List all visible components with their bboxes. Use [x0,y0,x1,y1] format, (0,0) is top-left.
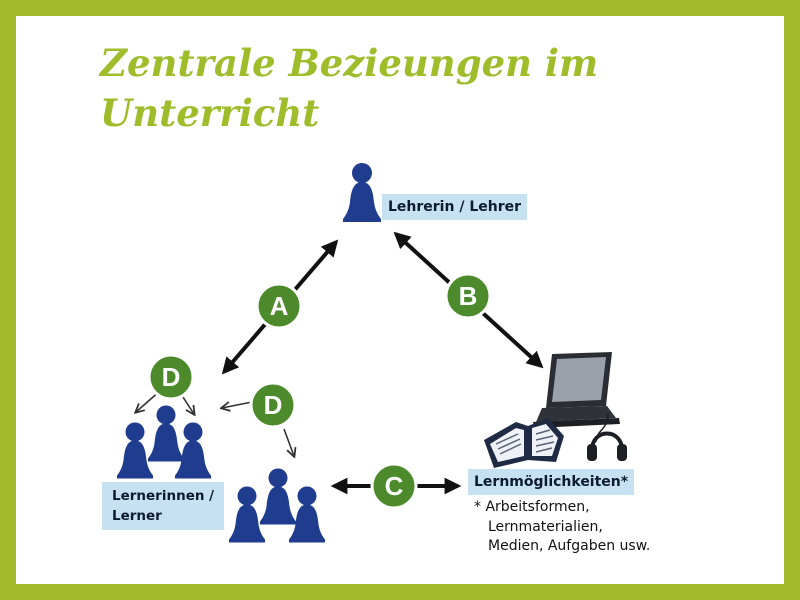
footnote-line-3: Medien, Aufgaben usw. [488,538,651,554]
footnote-line-2: Lernmaterialien, [488,518,603,535]
arrow-d2-down [283,428,294,456]
teacher-figure [343,163,381,222]
badge-d-upper: D [147,353,195,401]
arrow-d2-left [222,401,253,408]
slide-title-line-2: Unterricht [100,91,320,135]
learners-label: Lernerinnen / Lerner [102,482,225,530]
arrow-d1-right [180,393,194,414]
learners-label-line-1: Lernerinnen / [112,488,215,504]
badge-d-lower: D [249,381,297,429]
learner-group-1 [116,405,212,479]
slide: Zentrale Bezieungen im Unterricht [16,16,784,584]
badge-b: B [444,272,492,320]
learners-label-line-2: Lerner [112,508,162,524]
headphones-icon [587,413,627,461]
badge-c-letter: C [385,471,404,501]
badge-a: A [255,282,303,330]
book-icon [484,418,564,468]
badge-b-letter: B [459,281,478,311]
relationship-diagram: A B C D D [116,163,627,543]
learner-group-2 [228,468,326,543]
slide-title: Zentrale Bezieungen im Unterricht [100,38,598,138]
slide-title-line-1: Zentrale Bezieungen im [100,41,599,85]
badge-c: C [370,462,418,510]
opportunities-label: Lernmöglichkeiten* [468,469,635,495]
badge-d-upper-letter: D [162,362,181,392]
laptop-icon [533,352,620,428]
badge-a-letter: A [270,291,289,321]
footnote-line-1: * Arbeitsformen, [474,499,590,515]
opportunities-footnote: * Arbeitsformen, Lernmaterialien, Medien… [474,498,650,557]
teacher-label: Lehrerin / Lehrer [382,194,527,220]
badge-d-lower-letter: D [264,390,283,420]
